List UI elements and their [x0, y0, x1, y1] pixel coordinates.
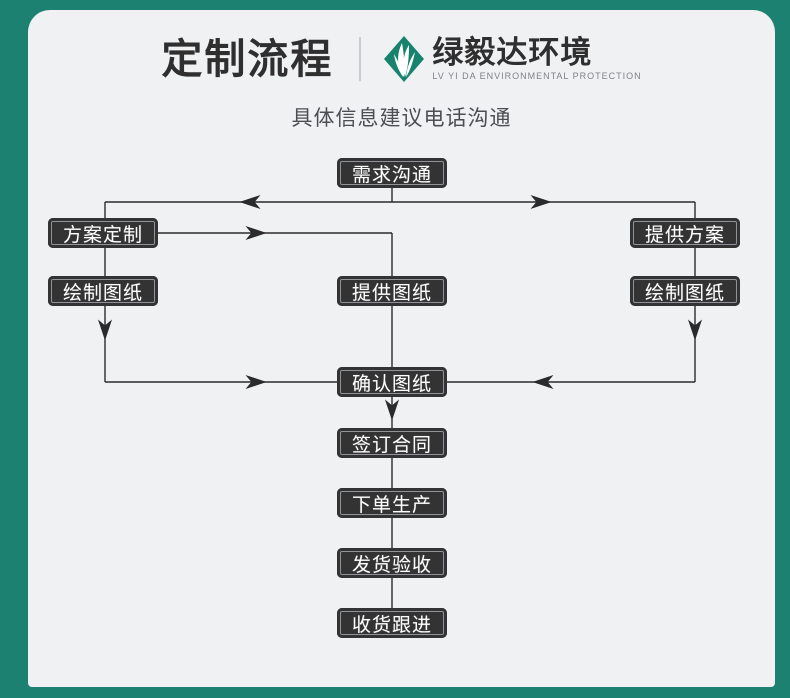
- node-label: 提供方案: [644, 224, 725, 246]
- node-label: 方案定制: [62, 224, 143, 246]
- page-title: 定制流程: [161, 35, 334, 82]
- node-receive-follow[interactable]: 收货跟进: [337, 608, 447, 638]
- brand-name-cn: 绿毅达环境: [432, 34, 593, 70]
- node-plan-custom[interactable]: 方案定制: [48, 218, 158, 248]
- node-ship-inspect[interactable]: 发货验收: [337, 548, 447, 578]
- arrow-bottom-left-to-confirm: [245, 374, 267, 390]
- node-provide-drawing[interactable]: 提供图纸: [337, 276, 447, 306]
- node-draw-drawing-left[interactable]: 绘制图纸: [48, 276, 158, 306]
- node-draw-drawing-right[interactable]: 绘制图纸: [630, 276, 740, 306]
- node-label: 提供图纸: [351, 282, 432, 304]
- node-label: 绘制图纸: [644, 282, 725, 304]
- page-subtitle: 具体信息建议电话沟通: [291, 107, 512, 130]
- arrow-top-right: [530, 194, 552, 210]
- arrow-confirm-to-contract: [384, 399, 400, 421]
- node-label: 签订合同: [351, 434, 432, 456]
- arrow-bottom-right-to-confirm: [532, 374, 554, 390]
- brand-name-en: LV YI DA ENVIRONMENTAL PROTECTION: [432, 71, 642, 82]
- leaf-diamond-logo-icon: [384, 36, 425, 82]
- brand-text: 绿毅达环境 LV YI DA ENVIRONMENTAL PROTECTION: [432, 35, 641, 83]
- node-label: 下单生产: [351, 494, 432, 516]
- node-sign-contract[interactable]: 签订合同: [337, 428, 447, 458]
- arrow-plan-to-middle: [245, 225, 267, 241]
- node-label: 需求沟通: [351, 164, 432, 186]
- flowchart: 需求沟通 方案定制 提供方案 绘制图纸 提供图纸 绘制图纸 确认图纸 签订合同: [28, 10, 775, 687]
- arrow-right-down: [687, 319, 703, 341]
- page-header: 定制流程 绿毅达环境 LV YI DA ENVIRONMENTAL PROTEC…: [28, 22, 775, 132]
- node-order-production[interactable]: 下单生产: [337, 488, 447, 518]
- node-label: 绘制图纸: [62, 282, 143, 304]
- node-label: 收货跟进: [351, 614, 432, 636]
- node-provide-plan[interactable]: 提供方案: [630, 218, 740, 248]
- node-label: 发货验收: [351, 554, 432, 576]
- title-divider: [359, 37, 362, 81]
- node-requirement[interactable]: 需求沟通: [337, 158, 447, 188]
- title-row: 定制流程 绿毅达环境 LV YI DA ENVIRONMENTAL PROTEC…: [28, 28, 775, 90]
- arrow-top-left: [239, 194, 261, 210]
- node-confirm-drawing[interactable]: 确认图纸: [337, 367, 447, 397]
- arrow-left-down: [97, 319, 113, 341]
- brand-logo: 绿毅达环境 LV YI DA ENVIRONMENTAL PROTECTION: [383, 31, 641, 87]
- node-label: 确认图纸: [351, 373, 432, 395]
- content-panel: 定制流程 绿毅达环境 LV YI DA ENVIRONMENTAL PROTEC…: [28, 10, 775, 687]
- flowchart-connectors: [97, 188, 703, 638]
